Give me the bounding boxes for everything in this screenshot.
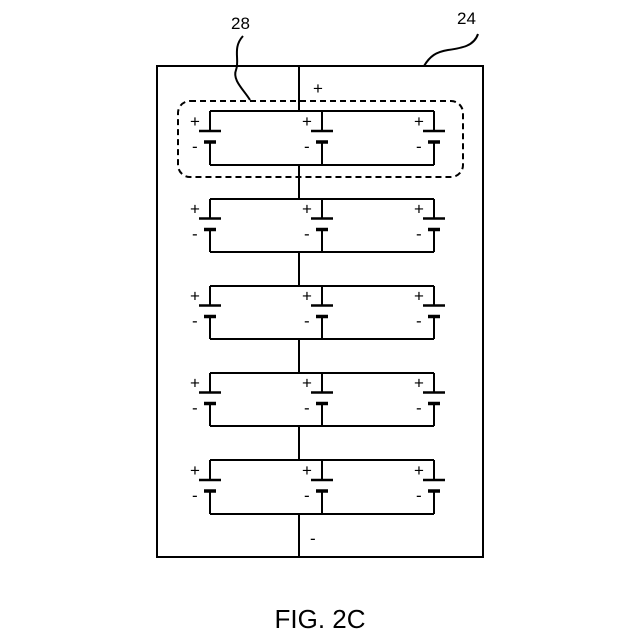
battery-cell: +-	[190, 199, 221, 252]
cell-negative-sign: -	[304, 312, 310, 331]
cell-negative-sign: -	[192, 486, 198, 505]
battery-cell: +-	[414, 373, 445, 426]
cell-positive-sign: +	[414, 287, 424, 306]
cell-negative-sign: -	[416, 137, 422, 156]
battery-cell: +-	[414, 286, 445, 339]
cell-negative-sign: -	[416, 312, 422, 331]
battery-cell: +-	[302, 460, 333, 514]
cell-negative-sign: -	[304, 137, 310, 156]
battery-cell: +-	[302, 199, 333, 252]
battery-pack-enclosure	[157, 66, 483, 557]
cell-positive-sign: +	[414, 461, 424, 480]
cell-negative-sign: -	[416, 399, 422, 418]
battery-cell: +-	[190, 460, 221, 514]
cell-negative-sign: -	[416, 225, 422, 244]
cell-negative-sign: -	[192, 312, 198, 331]
parallel-module: +-+-+-	[190, 199, 445, 252]
cell-negative-sign: -	[304, 225, 310, 244]
cell-positive-sign: +	[414, 200, 424, 219]
series-modules: +-+-+-+-+-+-+-+-+-+-+-+-+-+-+-	[190, 66, 445, 557]
cell-positive-sign: +	[190, 461, 200, 480]
parallel-module: +-+-+-	[190, 111, 445, 165]
cell-positive-sign: +	[190, 112, 200, 131]
cell-negative-sign: -	[304, 399, 310, 418]
battery-cell: +-	[302, 373, 333, 426]
cell-positive-sign: +	[302, 112, 312, 131]
cell-positive-sign: +	[414, 112, 424, 131]
cell-positive-sign: +	[302, 461, 312, 480]
cell-positive-sign: +	[190, 374, 200, 393]
battery-cell: +-	[190, 286, 221, 339]
cell-negative-sign: -	[416, 486, 422, 505]
battery-cell: +-	[302, 286, 333, 339]
reference-label-28: 28	[231, 14, 250, 33]
leader-line-24	[424, 34, 478, 66]
cell-negative-sign: -	[304, 486, 310, 505]
battery-cell: +-	[190, 373, 221, 426]
battery-cell: +-	[190, 111, 221, 165]
cell-negative-sign: -	[192, 399, 198, 418]
cell-positive-sign: +	[302, 374, 312, 393]
cell-negative-sign: -	[192, 137, 198, 156]
pack-negative-terminal-sign: -	[310, 529, 316, 548]
cell-positive-sign: +	[190, 200, 200, 219]
battery-cell: +-	[414, 111, 445, 165]
parallel-module: +-+-+-	[190, 373, 445, 426]
parallel-module: +-+-+-	[190, 286, 445, 339]
cell-positive-sign: +	[302, 287, 312, 306]
cell-positive-sign: +	[302, 200, 312, 219]
battery-cell: +-	[414, 460, 445, 514]
pack-positive-terminal-sign: +	[313, 79, 323, 98]
battery-cell: +-	[414, 199, 445, 252]
reference-label-24: 24	[457, 9, 476, 28]
cell-negative-sign: -	[192, 225, 198, 244]
figure-caption: FIG. 2C	[274, 604, 365, 634]
cell-positive-sign: +	[414, 374, 424, 393]
cell-positive-sign: +	[190, 287, 200, 306]
battery-cell: +-	[302, 111, 333, 165]
parallel-module: +-+-+-	[190, 460, 445, 514]
leader-line-28	[235, 36, 250, 100]
